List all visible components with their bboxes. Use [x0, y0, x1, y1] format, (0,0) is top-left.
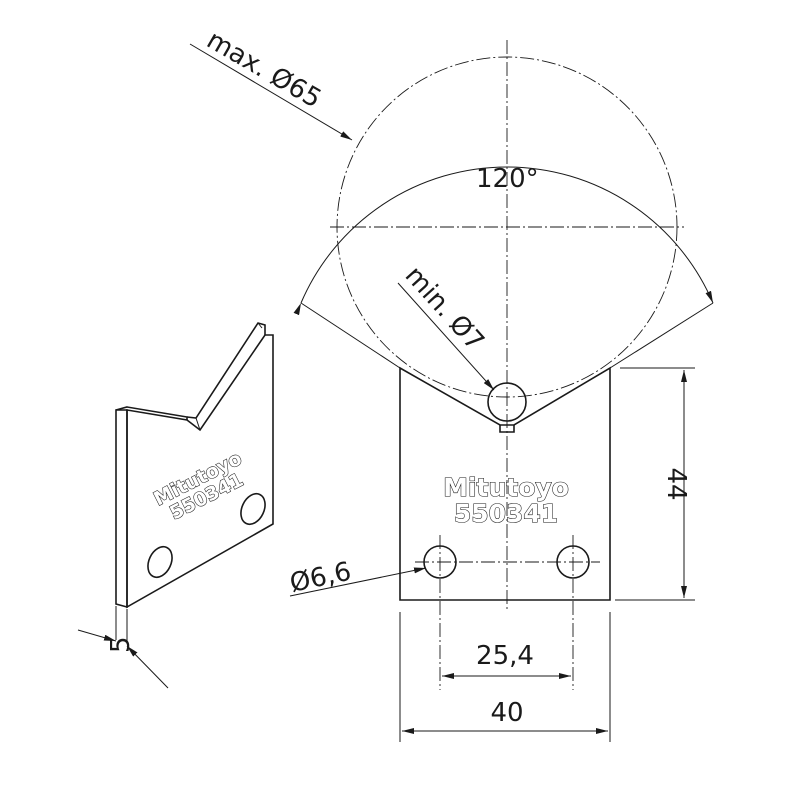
iso-hole-left	[147, 545, 173, 579]
max-diameter-label: max. Ø65	[202, 25, 327, 114]
min-circle	[487, 382, 527, 422]
width-dimension: 40	[490, 698, 523, 728]
height-dimension: 44	[661, 467, 691, 500]
front-view: Mitutoyo 550341 max. Ø65 120° min. Ø7 Ø6…	[189, 25, 714, 742]
brand-label: Mitutoyo	[443, 473, 569, 502]
thickness-dimension: 5	[106, 636, 136, 653]
angle-label: 120°	[476, 164, 539, 194]
min-diameter-label: min. Ø7	[399, 261, 490, 357]
hole-spacing-dimension: 25,4	[476, 641, 534, 671]
part-number: 550341	[454, 499, 558, 528]
iso-hole-right	[240, 492, 266, 526]
isometric-view: Mitutoyo 550341 5	[77, 322, 274, 689]
hole-diameter-label: Ø6,6	[287, 557, 354, 599]
